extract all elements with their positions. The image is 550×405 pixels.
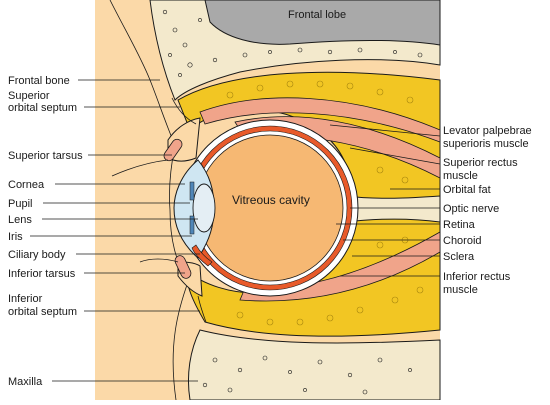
label-maxilla: Maxilla: [8, 376, 43, 388]
frontal-lobe-label: Frontal lobe: [288, 9, 346, 21]
optic-nerve-shape: [344, 195, 441, 223]
label-sclera: Sclera: [443, 251, 475, 263]
label-levator-palpebrae-line2: superioris muscle: [443, 138, 529, 150]
label-inferior-orbital-septum-line1: Inferior: [8, 293, 43, 305]
label-optic-nerve: Optic nerve: [443, 203, 499, 215]
label-retina: Retina: [443, 219, 476, 231]
label-superior-rectus-line1: Superior rectus: [443, 157, 518, 169]
bone-stipple: [162, 9, 423, 395]
label-levator-palpebrae-line1: Levator palpebrae: [443, 125, 532, 137]
superior-septum-shape: [171, 97, 197, 125]
label-superior-tarsus: Superior tarsus: [8, 150, 83, 162]
label-superior-rectus-line2: muscle: [443, 170, 478, 182]
inferior-septum-shape: [197, 295, 207, 323]
left-leader-lines: [30, 79, 200, 382]
face-profile: [109, 0, 189, 401]
lens-shape: [192, 183, 216, 233]
fat-texture: [226, 80, 424, 326]
label-inferior-tarsus: Inferior tarsus: [8, 268, 76, 280]
label-cornea: Cornea: [8, 179, 45, 191]
label-inferior-orbital-septum-line2: orbital septum: [8, 306, 77, 318]
frontal-lobe-shape: [204, 0, 441, 46]
label-choroid: Choroid: [443, 235, 482, 247]
vitreous-cavity-shape: [196, 134, 344, 282]
vitreous-cavity-label: Vitreous cavity: [232, 193, 310, 207]
label-superior-orbital-septum-line1: Superior: [8, 90, 50, 102]
iris-shape: [189, 181, 195, 201]
label-ciliary-body: Ciliary body: [8, 249, 66, 261]
label-inferior-rectus-line1: Inferior rectus: [443, 271, 511, 283]
label-orbital-fat: Orbital fat: [443, 184, 491, 196]
label-inferior-rectus-line2: muscle: [443, 284, 478, 296]
ciliary-body-shape: [191, 244, 213, 267]
inferior-tarsus-shape: [174, 255, 192, 279]
levator-palpebrae-muscle: [199, 97, 441, 143]
iris-lower-shape: [189, 215, 195, 235]
lower-eyelash: [139, 258, 179, 263]
maxilla-shape: [187, 329, 441, 401]
label-pupil: Pupil: [8, 198, 32, 210]
right-leader-lines: [329, 124, 441, 277]
label-iris: Iris: [8, 231, 23, 243]
label-superior-orbital-septum-line2: orbital septum: [8, 102, 77, 114]
label-lens: Lens: [8, 214, 32, 226]
upper-eyelash: [111, 159, 169, 177]
label-frontal-bone: Frontal bone: [8, 75, 70, 87]
